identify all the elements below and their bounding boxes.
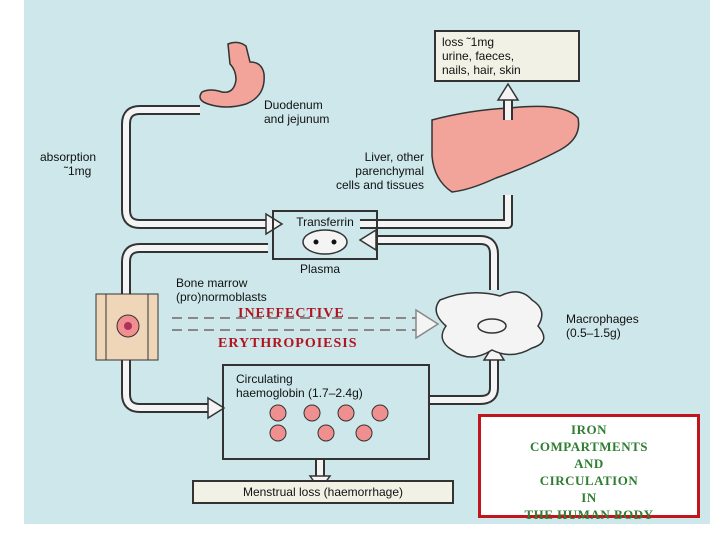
loss-line-3: nails, hair, skin bbox=[442, 63, 521, 77]
macrophages-label: Macrophages (0.5–1.5g) bbox=[566, 312, 639, 340]
title-line-3: AND bbox=[574, 456, 604, 471]
stomach-organ bbox=[199, 41, 265, 108]
transferrin-label: Transferrin bbox=[296, 215, 354, 229]
liver-line-3: cells and tissues bbox=[335, 178, 424, 192]
duodenum-label: Duodenum and jejunum bbox=[264, 98, 329, 126]
menstrual-box: Menstrual loss (haemorrhage) bbox=[192, 480, 454, 504]
macrophages-line-1: Macrophages bbox=[566, 312, 639, 326]
title-line-1: IRON bbox=[571, 422, 607, 437]
absorption-line-2: ˜1mg bbox=[64, 164, 92, 178]
bone-marrow-label: Bone marrow (pro)normoblasts bbox=[176, 276, 267, 304]
absorption-label: absorption ˜1mg bbox=[40, 150, 96, 178]
transferrin-ellipse bbox=[302, 229, 348, 255]
title-line-2: COMPARTMENTS bbox=[530, 439, 648, 454]
title-line-4: CIRCULATION bbox=[539, 473, 639, 488]
absorption-line-1: absorption bbox=[40, 150, 97, 164]
liver-label: Liver, other parenchymal cells and tissu… bbox=[324, 150, 424, 192]
erythropoiesis-label: ERYTHROPOIESIS bbox=[218, 336, 358, 351]
circulating-line-2: haemoglobin (1.7–2.4g) bbox=[236, 386, 363, 400]
liver-line-2: parenchymal bbox=[355, 164, 424, 178]
ineffective-label: INEFFECTIVE bbox=[238, 306, 345, 321]
title-line-5: IN bbox=[581, 490, 597, 505]
haemoglobin-cells bbox=[269, 404, 389, 442]
duodenum-line-2: and jejunum bbox=[264, 112, 330, 126]
macrophage-cell bbox=[435, 291, 545, 358]
circulating-line-1: Circulating bbox=[236, 372, 293, 386]
loss-box: loss ˜1mg urine, faeces, nails, hair, sk… bbox=[434, 30, 580, 82]
duodenum-line-1: Duodenum bbox=[264, 98, 323, 112]
transferrin-box: Transferrin bbox=[272, 210, 378, 260]
plasma-label: Plasma bbox=[300, 262, 341, 276]
title-box: IRON COMPARTMENTS AND CIRCULATION IN THE… bbox=[478, 414, 700, 522]
title-line-6: THE HUMAN BODY bbox=[524, 507, 654, 522]
menstrual-label: Menstrual loss (haemorrhage) bbox=[242, 485, 404, 499]
haemoglobin-box: Circulating haemoglobin (1.7–2.4g) bbox=[222, 364, 430, 460]
loss-line-2: urine, faeces, bbox=[442, 49, 515, 63]
liver-line-1: Liver, other bbox=[364, 150, 424, 164]
macrophages-line-2: (0.5–1.5g) bbox=[566, 326, 621, 340]
loss-line-1: loss ˜1mg bbox=[442, 35, 495, 49]
bone-marrow-line-2: (pro)normoblasts bbox=[176, 290, 267, 304]
bone-marrow-line-1: Bone marrow bbox=[176, 276, 248, 290]
